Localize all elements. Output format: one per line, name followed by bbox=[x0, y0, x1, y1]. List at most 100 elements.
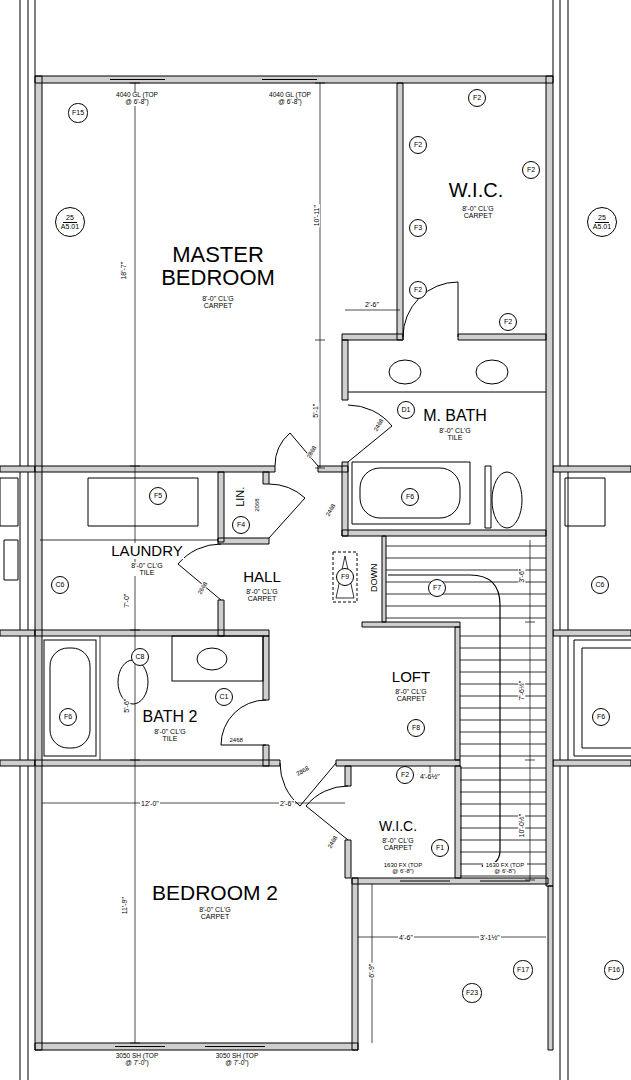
vanity bbox=[172, 636, 263, 681]
section-marker: 25A5.01 bbox=[55, 207, 85, 237]
callout-number: F6 bbox=[597, 713, 605, 720]
dimension-label: 4'-6½" bbox=[419, 773, 441, 780]
callout-number: F16 bbox=[608, 966, 620, 973]
room-area: LOFT 8'-0" CL'G CARPET F8 bbox=[364, 627, 455, 760]
door-swing bbox=[178, 282, 458, 840]
room-area: BEDROOM 2 8'-0" CL'G CARPET bbox=[42, 766, 352, 1043]
tub-basin bbox=[50, 648, 90, 748]
callout-number: C6 bbox=[596, 581, 605, 588]
partition bbox=[485, 466, 491, 528]
callout-number: F2 bbox=[401, 771, 409, 778]
room-finish-note: 8'-0" CL'G TILE bbox=[434, 427, 476, 442]
callout-bubble: D1 bbox=[397, 401, 415, 419]
dimension-label: 2'-6" bbox=[364, 301, 380, 308]
room-area: W.I.C.8'-0" CL'G CARPETF2F2F2F3F2F2 bbox=[403, 83, 546, 334]
dimension-label: 11'-9" bbox=[120, 896, 127, 915]
callout-number: C8 bbox=[136, 653, 145, 660]
counter-tub-appliance bbox=[88, 392, 546, 526]
callout-number: F1 bbox=[436, 844, 444, 851]
callout-number: F6 bbox=[406, 493, 414, 500]
room-finish-note: 8'-0" CL'G CARPET bbox=[194, 906, 236, 921]
callout-bubble: F4 bbox=[232, 516, 250, 534]
callout-number: F2 bbox=[473, 94, 481, 101]
window-tag-label: 3050 SH (TOP @ 7'-0") bbox=[112, 1053, 162, 1067]
bathtub bbox=[44, 640, 96, 756]
section-ref: A5.01 bbox=[61, 223, 79, 230]
callout-bubble: C6 bbox=[591, 576, 609, 594]
callout-bubble: F16 bbox=[604, 960, 623, 979]
callout-number: F4 bbox=[237, 521, 245, 528]
dimension-label: 7'-6½" bbox=[518, 679, 525, 701]
callout-bubble: F6 bbox=[401, 488, 419, 506]
room-finish-note: 8'-0" CL'G CARPET bbox=[457, 205, 499, 220]
toilet bbox=[492, 472, 522, 528]
room-finish-note: 8'-0" CL'G CARPET bbox=[390, 688, 432, 703]
dimension-label: 18'-7" bbox=[120, 260, 127, 280]
room-name: W.I.C. bbox=[378, 819, 418, 834]
callout-bubble: F1 bbox=[431, 839, 449, 857]
callout-bubble: F8 bbox=[407, 719, 425, 737]
callout-bubble: F2 bbox=[409, 136, 427, 154]
neighbor-wall bbox=[0, 466, 631, 766]
room-name: BATH 2 bbox=[142, 709, 199, 726]
door-size-label: 2468 bbox=[372, 417, 385, 433]
callout-bubble: C1 bbox=[215, 688, 233, 706]
dimension-label: 12'-0" bbox=[140, 800, 160, 807]
door-size-label: 2468 bbox=[229, 737, 244, 743]
dimension-label: 5'-1" bbox=[312, 402, 319, 418]
dimension-label: 6'-9" bbox=[368, 962, 375, 978]
window-tag-label: 4040 GL (TOP @ 6'-8") bbox=[265, 92, 315, 106]
dimension-label: 2'-6" bbox=[279, 800, 295, 807]
callout-number: C6 bbox=[56, 581, 65, 588]
window-tag-label: 3050 SH (TOP @ 7'-0") bbox=[212, 1053, 262, 1067]
room-name: BEDROOM 2 bbox=[151, 882, 279, 904]
room-finish-note: 8'-0" CL'G CARPET bbox=[241, 588, 283, 603]
room-name: LOFT bbox=[391, 669, 431, 685]
dimension-label: 10'-0½" bbox=[518, 812, 525, 838]
room-area: HALL8'-0" CL'G CARPETF9 bbox=[224, 540, 362, 760]
callout-bubble: F2 bbox=[522, 161, 540, 179]
callout-bubble: C8 bbox=[131, 648, 149, 666]
room-name: LIN. bbox=[235, 486, 247, 508]
room-area: M. BATH 8'-0" CL'G TILE D1F6 bbox=[348, 340, 546, 530]
callout-bubble: F6 bbox=[59, 708, 77, 726]
door-size-label: 2068 bbox=[253, 497, 259, 512]
callout-number: F3 bbox=[414, 224, 422, 231]
skylight-mark bbox=[336, 556, 354, 598]
callout-bubble: F15 bbox=[68, 103, 87, 122]
skylight bbox=[333, 552, 357, 602]
neighbor-wall-line bbox=[20, 0, 568, 1080]
section-ref: 25 bbox=[63, 214, 77, 223]
callout-bubble: F5 bbox=[149, 487, 167, 505]
door-size-label: 2868 bbox=[305, 444, 318, 460]
tub-basin bbox=[360, 468, 460, 518]
room-finish-note: 8'-0" CL'G TILE bbox=[149, 728, 191, 743]
dimension-label: 10'-11" bbox=[312, 204, 319, 227]
partition-line bbox=[40, 540, 218, 760]
callout-number: F6 bbox=[64, 713, 72, 720]
window-tag-label: 1630 FX (TOP @ 6'-8") bbox=[381, 862, 425, 875]
room-name: W.I.C. bbox=[448, 180, 504, 201]
window-tag-label: 4040 GL (TOP @ 6'-8") bbox=[112, 92, 162, 106]
room-name: M. BATH bbox=[422, 408, 488, 425]
section-ref: A5.01 bbox=[593, 223, 611, 230]
window bbox=[110, 80, 530, 1047]
callout-bubble: F6 bbox=[592, 708, 610, 726]
callout-number: F23 bbox=[466, 989, 478, 996]
sink bbox=[476, 360, 508, 384]
dimension-label: 7'-0" bbox=[123, 592, 130, 608]
door-size-label: 2468 bbox=[324, 502, 337, 518]
room-name: MASTER BEDROOM bbox=[142, 243, 294, 289]
callout-bubble: F7 bbox=[428, 579, 446, 597]
room-finish-note: 8'-0" CL'G CARPET bbox=[197, 295, 239, 310]
neighbor-fixture bbox=[0, 478, 631, 756]
dimension-line bbox=[42, 83, 546, 1043]
callout-number: F7 bbox=[433, 584, 441, 591]
callout-bubble: F23 bbox=[462, 983, 481, 1002]
section-marker: 25A5.01 bbox=[587, 207, 617, 237]
callout-number: F5 bbox=[154, 492, 162, 499]
callout-number: D1 bbox=[402, 406, 411, 413]
room-finish-note: 8'-0" CL'G TILE bbox=[126, 562, 168, 577]
door-size-label: 2868 bbox=[294, 765, 310, 778]
